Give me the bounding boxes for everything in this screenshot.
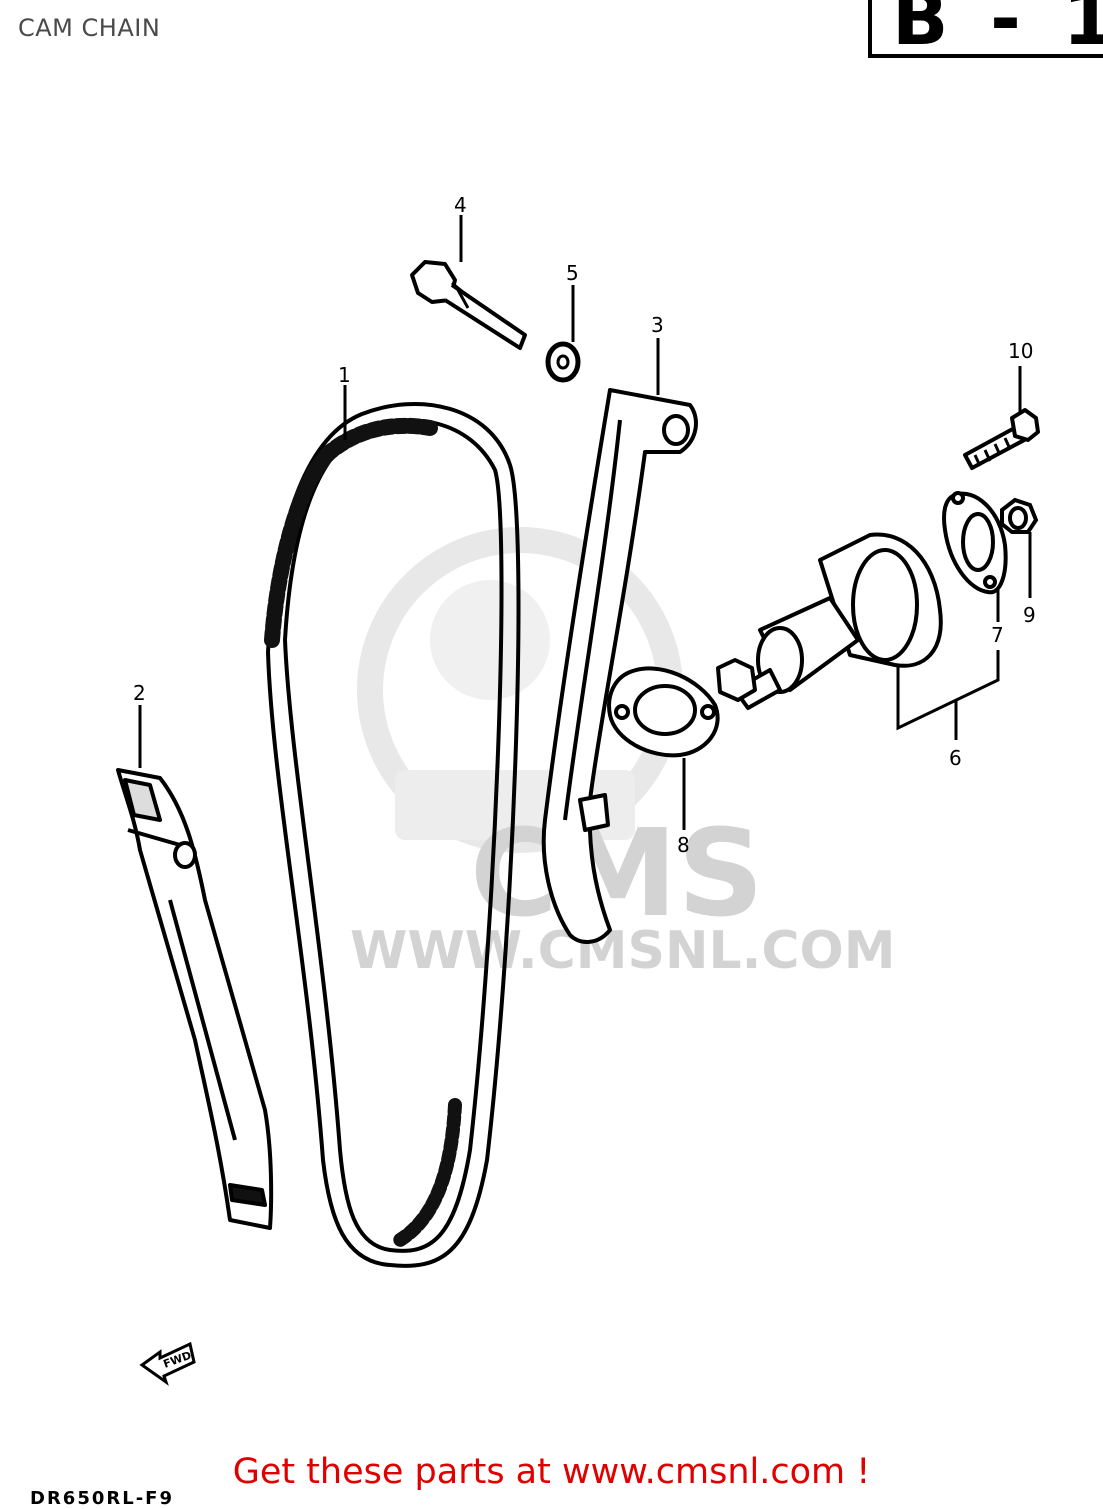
callout-3: 3 — [651, 313, 664, 337]
part-5-washer[interactable] — [545, 341, 581, 383]
part-2-chain-guide[interactable] — [116, 768, 274, 1230]
callout-2: 2 — [133, 681, 146, 705]
callout-8: 8 — [677, 833, 690, 857]
part-3-tensioner-arm[interactable] — [541, 388, 698, 944]
leader-lines — [138, 215, 1032, 830]
callout-10: 10 — [1008, 339, 1033, 363]
footer-promo-text: Get these parts at www.cmsnl.com ! — [232, 1452, 871, 1492]
part-9-plug[interactable] — [1000, 497, 1039, 534]
callout-5: 5 — [566, 261, 579, 285]
callout-6: 6 — [949, 746, 962, 770]
model-code: DR650RL-F9 — [30, 1488, 174, 1509]
part-7-gasket[interactable] — [942, 491, 1008, 595]
watermark-site-text: WWW.CMSNL.COM — [350, 921, 895, 981]
section-code-box: B - 1 — [868, 0, 1103, 58]
forward-direction-marker: FWD — [139, 1341, 196, 1386]
callout-1: 1 — [338, 363, 351, 387]
part-6-tensioner-assembly[interactable] — [716, 532, 943, 710]
callout-4: 4 — [454, 193, 467, 217]
callout-9: 9 — [1023, 603, 1036, 627]
section-code: B - 1 — [892, 0, 1103, 58]
part-1-cam-chain[interactable] — [264, 402, 521, 1268]
part-8-gasket[interactable] — [607, 666, 720, 758]
watermark-logo-text: CMS — [470, 805, 764, 944]
part-10-bolt[interactable] — [963, 408, 1040, 470]
page-title: CAM CHAIN — [18, 14, 161, 42]
part-4-bolt[interactable] — [410, 260, 527, 350]
callout-7: 7 — [991, 623, 1004, 647]
